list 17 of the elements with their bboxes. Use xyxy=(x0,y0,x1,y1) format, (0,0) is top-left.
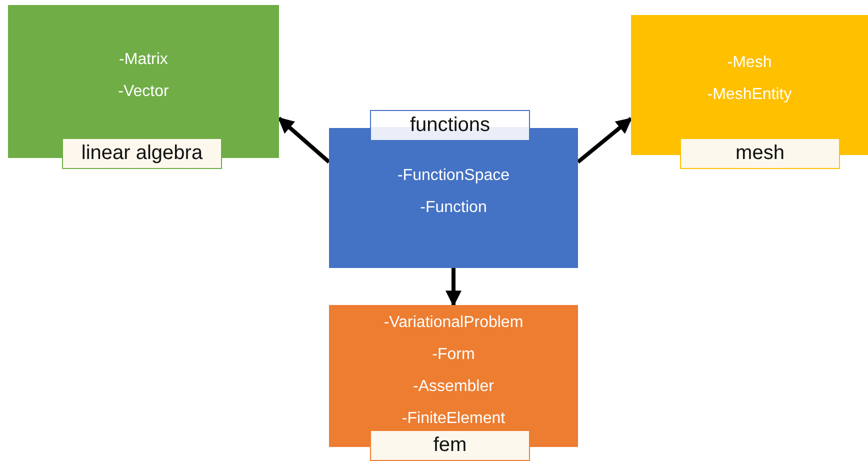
class-name: -Assembler xyxy=(412,377,495,397)
package-label: linear algebra xyxy=(62,138,222,169)
arrow xyxy=(576,117,632,164)
package-label: functions xyxy=(370,110,530,141)
class-name: -Function xyxy=(419,198,488,218)
arrow xyxy=(446,268,462,307)
class-name: -FiniteElement xyxy=(400,409,506,429)
package-label: fem xyxy=(370,430,530,461)
class-name: -Matrix xyxy=(118,50,169,70)
class-name: -Vector xyxy=(117,82,170,102)
class-name: -Form xyxy=(431,345,476,365)
class-name: -Mesh xyxy=(726,53,773,73)
class-name: -MeshEntity xyxy=(706,85,793,105)
arrow xyxy=(278,116,330,164)
class-name: -VariationalProblem xyxy=(382,313,524,333)
package-label: mesh xyxy=(680,138,840,169)
class-name: -FunctionSpace xyxy=(396,166,511,186)
